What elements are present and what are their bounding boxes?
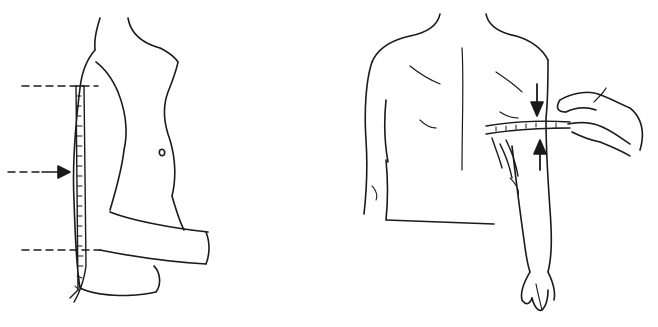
arrow-up-icon [534,140,546,170]
arrow-right-icon [42,166,70,178]
measuring-tape-icon [70,86,86,302]
side-view-figure [73,18,209,295]
measuring-tape-icon [486,121,570,178]
back-view-panel [364,14,642,310]
measurement-guides [8,86,104,250]
back-view-figure [364,14,555,310]
arrow-down-icon [531,84,543,116]
side-view-panel [8,18,209,302]
